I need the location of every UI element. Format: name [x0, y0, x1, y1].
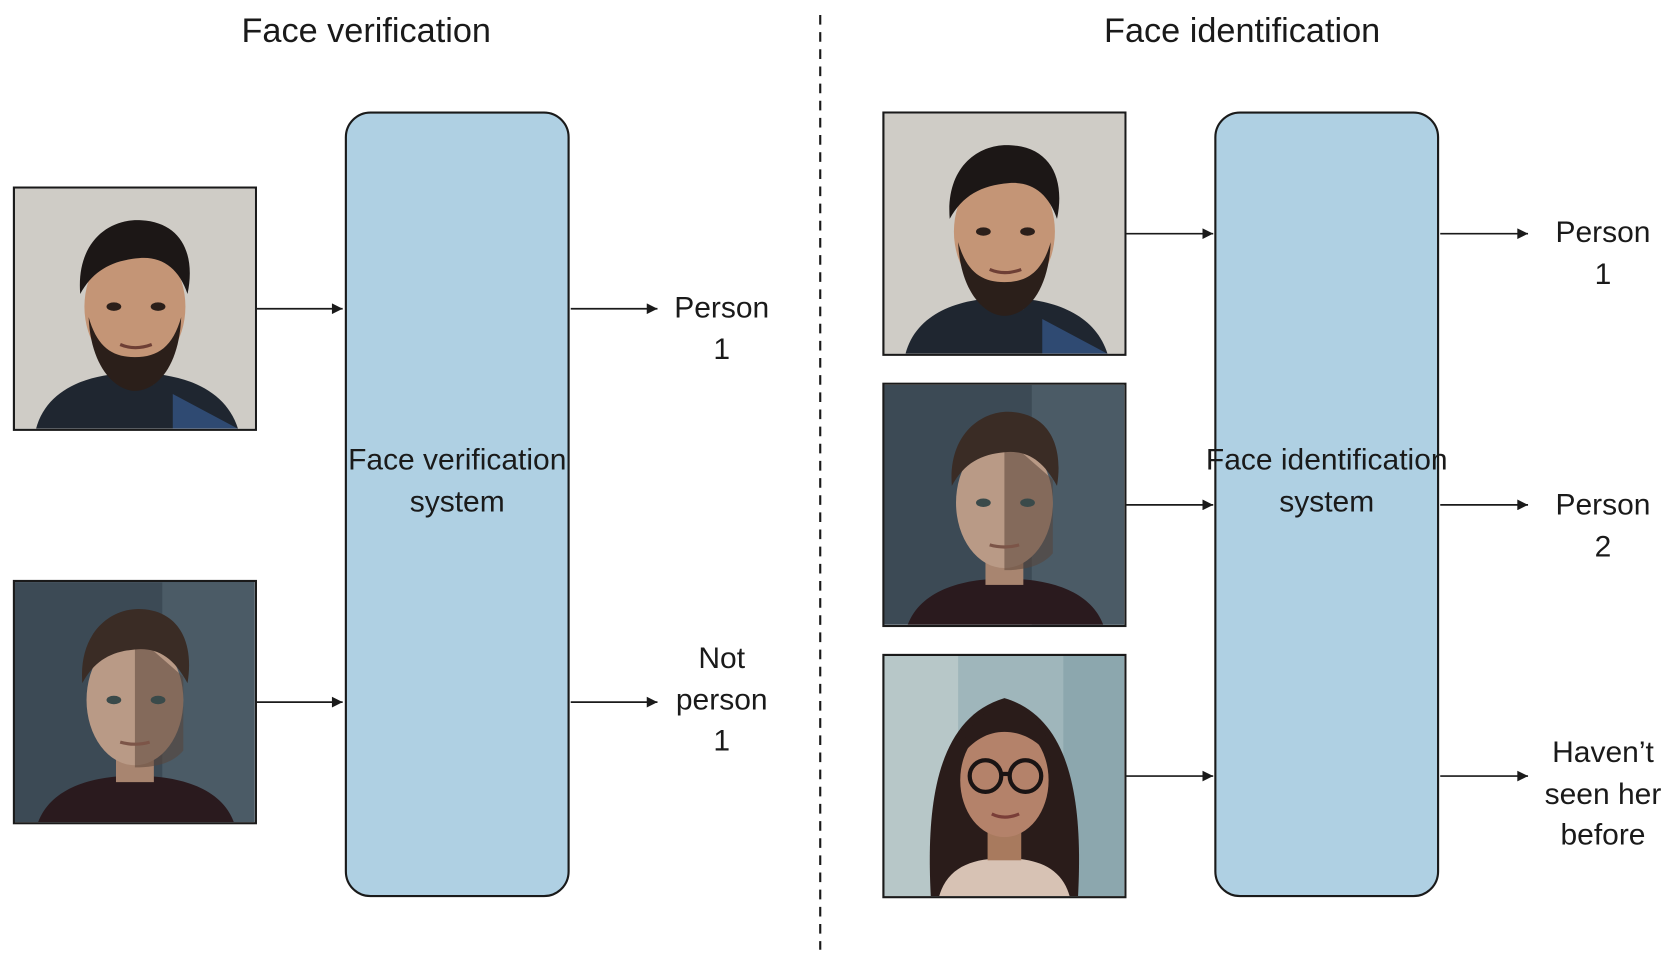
identification-output-1: Person 1	[1517, 212, 1679, 295]
output-line: person	[675, 682, 768, 716]
output-line: 2	[1594, 528, 1612, 563]
output-line: 1	[713, 723, 731, 757]
verification-output-1: Person 1	[636, 287, 807, 370]
identification-input-photo-2	[882, 382, 1127, 628]
output-line: seen her	[1544, 776, 1662, 810]
output-line: Person	[1555, 215, 1651, 249]
identification-input-photo-1	[882, 111, 1127, 356]
identification-output-2: Person 2	[1517, 484, 1679, 567]
verification-system-label: Face verification system	[348, 442, 567, 518]
identification-system-box	[1214, 111, 1440, 898]
identification-output-3: Haven’t seen her before	[1517, 732, 1679, 856]
output-line: Person	[1555, 487, 1651, 521]
output-line: Person	[674, 290, 770, 324]
output-line: before	[1560, 817, 1646, 852]
identification-input-photo-3	[882, 653, 1127, 899]
verification-system-box	[344, 111, 570, 898]
identification-system-label: Face identification system	[1205, 442, 1448, 518]
verification-title: Face verification	[241, 10, 491, 50]
output-line: 1	[713, 331, 731, 365]
output-line: 1	[1594, 256, 1612, 290]
verification-output-2: Not person 1	[636, 638, 807, 762]
output-line: Haven’t	[1552, 735, 1654, 769]
verification-input-photo-2	[12, 579, 257, 825]
identification-title: Face identification	[1104, 10, 1381, 50]
output-line: Not	[698, 640, 746, 675]
verification-input-photo-1	[12, 186, 257, 431]
